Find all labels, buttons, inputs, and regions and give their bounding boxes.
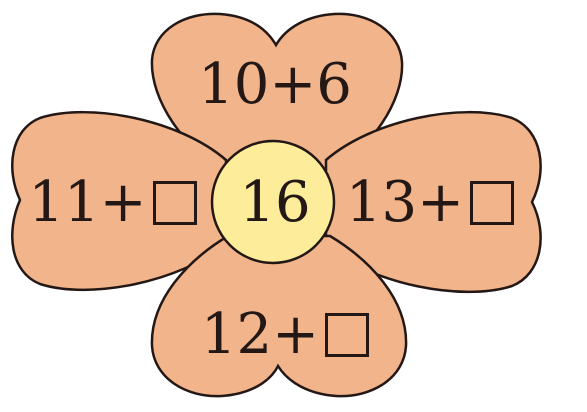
- petal-left-expression: 11+: [10, 168, 215, 238]
- answer-blank-box-right[interactable]: [470, 181, 515, 225]
- petal-left-text: 11+: [28, 170, 147, 235]
- petal-top: [150, 12, 404, 172]
- flower-center: [210, 139, 336, 265]
- petal-bottom-text: 12+: [200, 302, 320, 367]
- answer-blank-box-bottom[interactable]: [325, 313, 370, 357]
- petal-left: [11, 110, 228, 292]
- petal-right-text: 13+: [345, 170, 465, 235]
- petal-bottom-expression: 12+: [160, 300, 410, 370]
- petal-top-expression: 10+6: [150, 50, 400, 120]
- petal-top-text: 10+6: [198, 52, 352, 117]
- answer-blank-box-left[interactable]: [152, 181, 197, 225]
- petal-right: [324, 110, 542, 294]
- petal-right-expression: 13+: [335, 168, 525, 238]
- center-value-text: 16: [239, 170, 311, 235]
- center-value: 16: [215, 168, 335, 238]
